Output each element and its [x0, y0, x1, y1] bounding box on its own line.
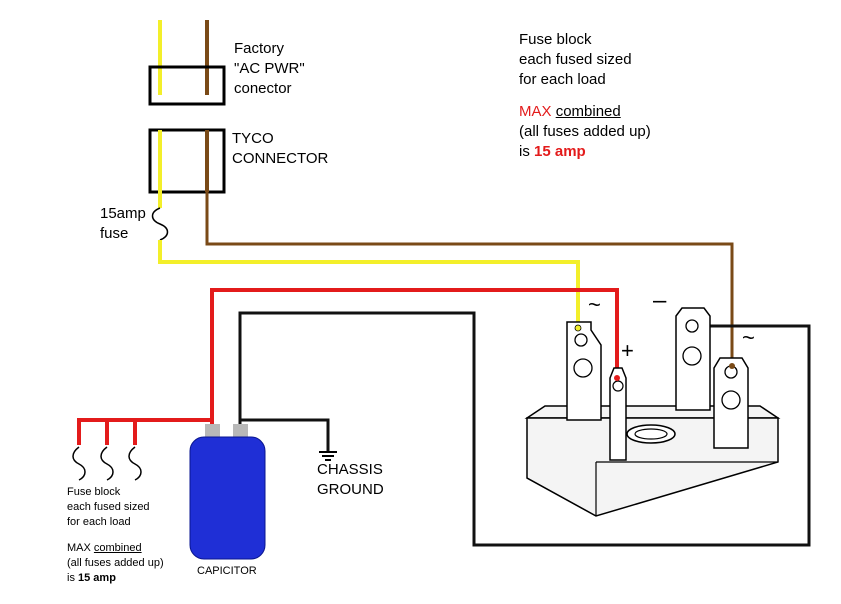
red-wire-end: [614, 375, 620, 381]
tyco-label-line1: TYCO: [232, 130, 274, 147]
chassis-label-line2: GROUND: [317, 481, 384, 498]
main-fuse-line2: fuse: [100, 225, 129, 242]
main-fuse-line1: 15amp: [100, 205, 146, 222]
amp-value: 15 amp: [534, 143, 586, 160]
yellow-wire-end: [574, 324, 582, 332]
combined-word: combined: [555, 103, 621, 120]
fuse-note-bottom-line5: (all fuses added up): [67, 557, 164, 569]
terminal-negative: [675, 307, 711, 411]
chassis-wire: [240, 418, 330, 452]
ground-symbol: [319, 451, 337, 461]
fuse-note-bottom-line3: for each load: [67, 516, 131, 528]
yellow-wire: [151, 192, 580, 330]
is-word: is: [519, 143, 530, 160]
factory-label-line2: "AC PWR": [234, 60, 305, 77]
ac-right-symbol: ~: [742, 325, 755, 350]
combined-word: combined: [93, 542, 142, 554]
capacitor: [189, 424, 266, 560]
fuse-note-bottom-line6: is 15 amp: [67, 571, 164, 586]
fuse-block-wires: [72, 418, 212, 481]
factory-connector: [148, 20, 226, 106]
is-word: is: [67, 572, 75, 584]
fuse-note-top: Fuse block each fused sized for each loa…: [519, 30, 651, 162]
red-wire: [210, 288, 619, 430]
fuse-note-bottom-line1: Fuse block: [67, 486, 121, 498]
ground-wire: [238, 311, 811, 547]
brown-wire: [205, 192, 734, 366]
fuse-note-top-line5: (all fuses added up): [519, 123, 651, 140]
fuse-note-bottom-line4: MAX combined: [67, 541, 164, 556]
chassis-ground-label: CHASSIS GROUND: [317, 460, 384, 500]
minus-symbol: –: [653, 287, 667, 314]
max-word: MAX: [519, 103, 552, 120]
tyco-connector: [148, 128, 226, 194]
plus-symbol: +: [621, 338, 634, 363]
factory-label-line1: Factory: [234, 40, 285, 57]
tyco-label-line2: CONNECTOR: [232, 150, 329, 167]
fuse-note-top-line3: for each load: [519, 71, 606, 88]
fuse-note-top-line2: each fused sized: [519, 51, 632, 68]
fuse-note-top-line4: MAX combined: [519, 102, 651, 122]
terminal-ac-right: [713, 357, 749, 449]
terminal-ac-left: [566, 321, 602, 421]
chassis-label-line1: CHASSIS: [317, 461, 383, 478]
capacitor-label: CAPICITOR: [197, 565, 257, 577]
main-fuse-label: 15amp fuse: [100, 204, 146, 244]
fuse-note-bottom-line2: each fused sized: [67, 501, 150, 513]
fuse-note-bottom: Fuse block each fused sized for each loa…: [67, 485, 164, 586]
ac-left-symbol: ~: [588, 292, 601, 317]
amp-value: 15 amp: [78, 572, 116, 584]
factory-label-line3: conector: [234, 80, 292, 97]
tyco-connector-label: TYCO CONNECTOR: [232, 129, 328, 169]
fuse-note-top-line6: is 15 amp: [519, 142, 651, 162]
factory-connector-label: Factory "AC PWR" conector: [234, 39, 305, 99]
terminal-positive: [609, 367, 627, 461]
fuse-note-top-line1: Fuse block: [519, 31, 592, 48]
brown-wire-end: [729, 363, 735, 369]
max-word: MAX: [67, 542, 91, 554]
